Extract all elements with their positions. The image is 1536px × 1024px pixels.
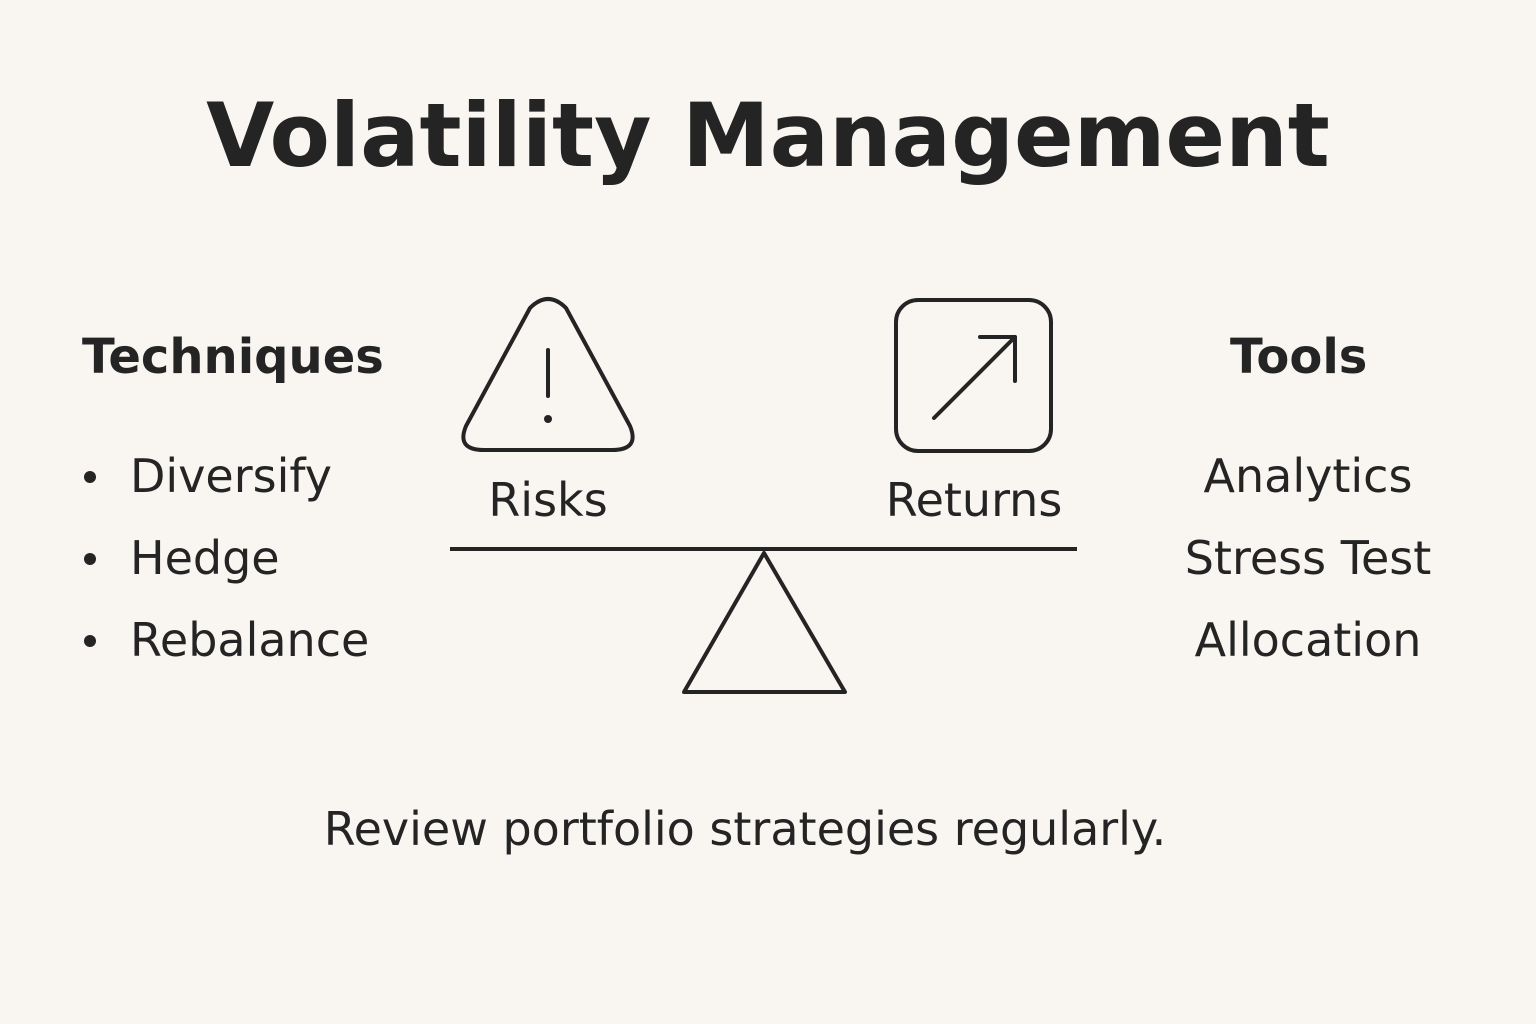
technique-item: Hedge [80, 527, 369, 609]
technique-label: Rebalance [130, 613, 370, 667]
technique-label: Hedge [130, 531, 280, 585]
bullet-icon [84, 553, 96, 565]
tool-item: Allocation [1194, 613, 1422, 667]
bullet-icon [84, 635, 96, 647]
tools-list: Analytics Stress Test Allocation [1168, 445, 1448, 691]
tool-item: Stress Test [1184, 531, 1432, 585]
technique-item: Rebalance [80, 609, 369, 691]
arrow-up-right-box-icon [894, 298, 1053, 453]
footer-note: Review portfolio strategies regularly. [323, 802, 1167, 856]
techniques-list: Diversify Hedge Rebalance [80, 445, 369, 691]
bullet-icon [84, 471, 96, 483]
page-title: Volatility Management [206, 84, 1330, 187]
tools-heading: Tools [1230, 329, 1368, 385]
techniques-heading: Techniques [82, 329, 384, 385]
risks-label: Risks [488, 473, 608, 527]
tool-item: Analytics [1203, 449, 1413, 503]
warning-dot [544, 415, 552, 423]
technique-label: Diversify [130, 449, 332, 503]
returns-label: Returns [885, 473, 1063, 527]
fulcrum-triangle [682, 551, 847, 694]
warning-triangle-icon [461, 297, 635, 452]
technique-item: Diversify [80, 445, 369, 527]
